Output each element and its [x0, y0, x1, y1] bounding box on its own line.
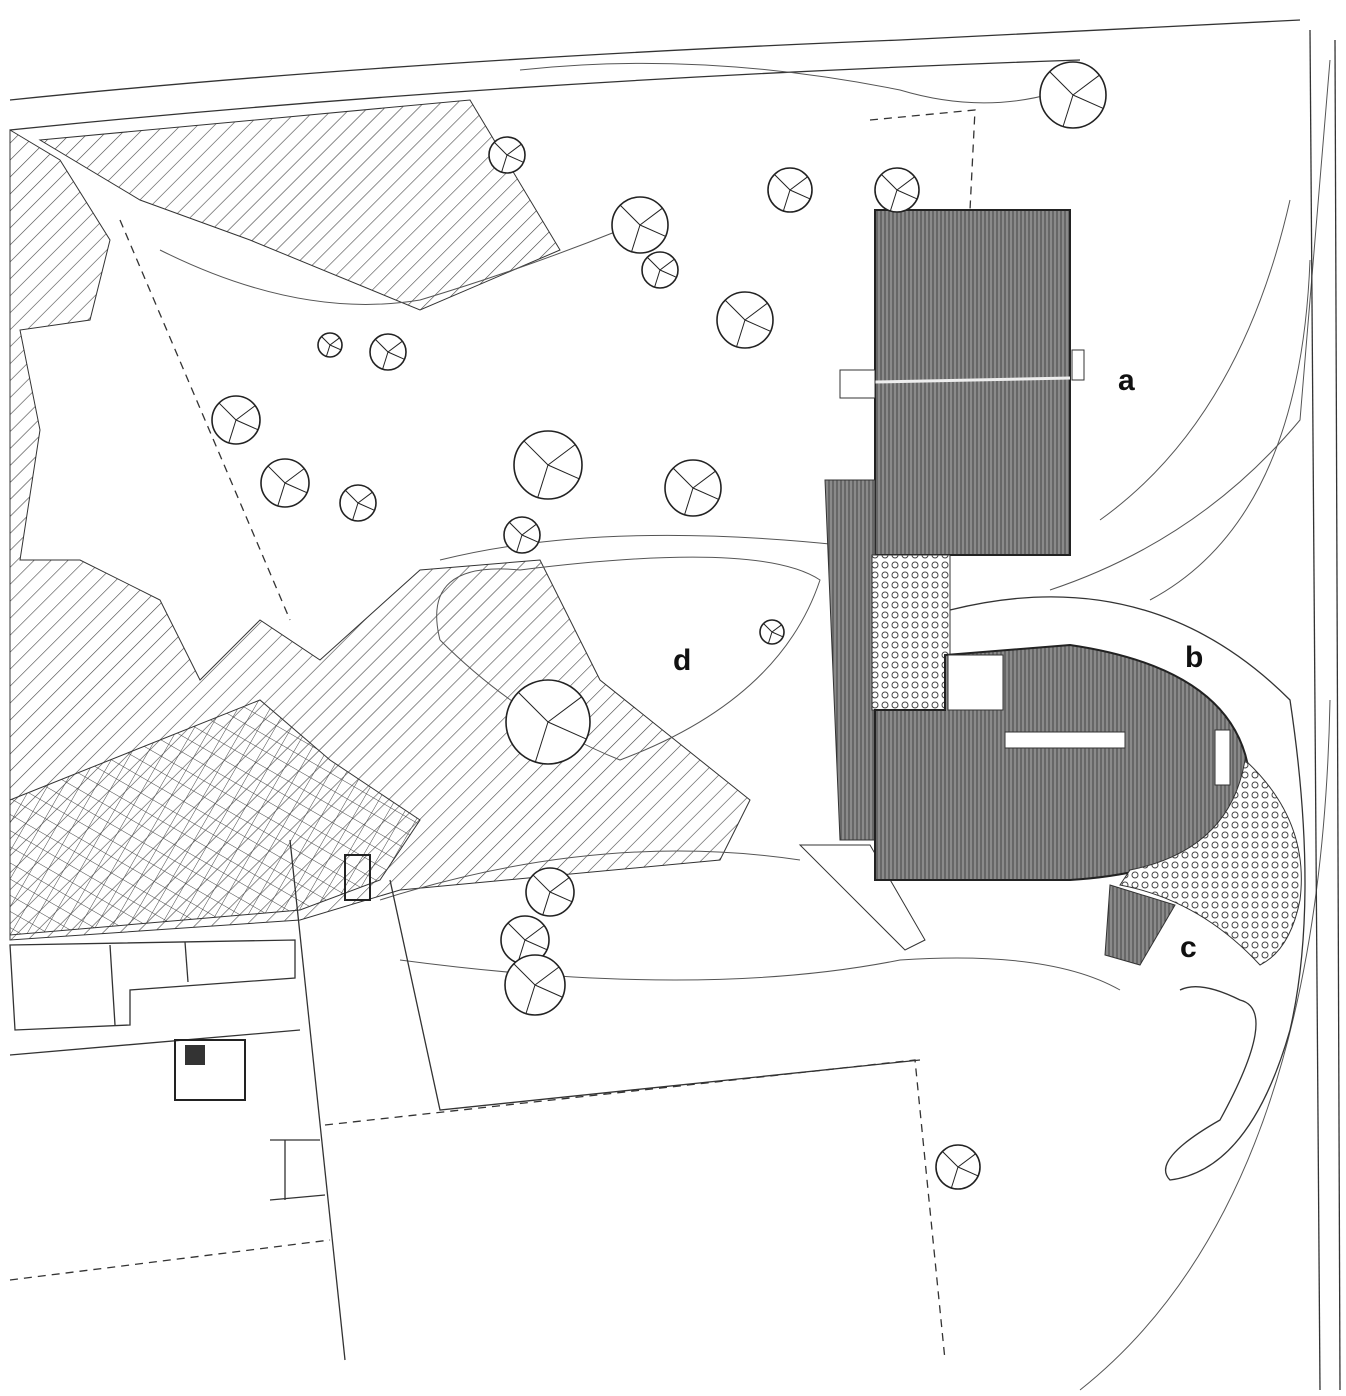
tree-icon — [935, 1144, 981, 1190]
tree-icon — [513, 430, 583, 500]
label-a: a — [1118, 364, 1135, 397]
tree-icon — [369, 333, 407, 371]
building-b — [874, 643, 1252, 881]
courtyard-c — [1104, 759, 1302, 966]
connector — [798, 479, 951, 951]
label-c: c — [1180, 931, 1197, 964]
tree-icon — [211, 395, 261, 445]
label-d: d — [673, 644, 691, 677]
tree-icon — [488, 136, 526, 174]
tree-icon — [503, 516, 541, 554]
trees — [211, 61, 1107, 1190]
tree-icon — [504, 954, 566, 1016]
site-boundaries — [9, 109, 976, 1361]
tree-icon — [339, 484, 377, 522]
building-a — [839, 209, 1085, 556]
tree-icon — [874, 167, 920, 213]
tree-icon — [611, 196, 669, 254]
tree-icon — [716, 291, 774, 349]
existing-buildings — [9, 854, 371, 1101]
tree-icon — [260, 458, 310, 508]
label-b: b — [1185, 641, 1203, 674]
tree-icon — [505, 679, 591, 765]
tree-icon — [1039, 61, 1107, 129]
tree-icon — [759, 619, 785, 645]
tree-icon — [525, 867, 575, 917]
tree-icon — [664, 459, 722, 517]
tree-icon — [641, 251, 679, 289]
tree-icon — [317, 332, 343, 358]
tree-icon — [767, 167, 813, 213]
